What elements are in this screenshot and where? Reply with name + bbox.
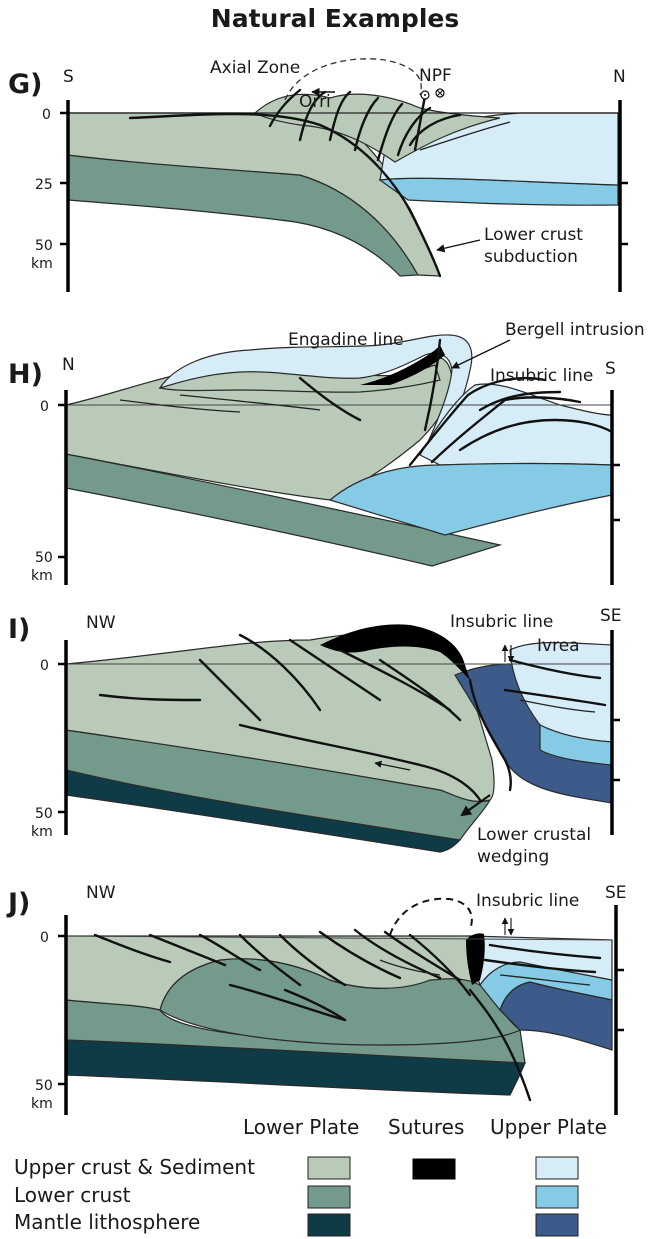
g-depth-50: 50 xyxy=(35,238,53,254)
i-depth-0: 0 xyxy=(40,658,49,674)
legend-row-lower-crust: Lower crust xyxy=(14,1183,131,1207)
legend-swatch-sutures xyxy=(413,1159,455,1179)
g-subduction-label-1: Lower crust xyxy=(484,225,583,245)
j-dashed-arc xyxy=(390,899,472,935)
j-depth-50: 50 xyxy=(35,1078,53,1094)
h-depth-km: km xyxy=(31,568,53,584)
i-ivrea-label: Ivrea xyxy=(537,636,580,656)
legend-row-upper-crust: Upper crust & Sediment xyxy=(14,1155,255,1179)
h-engadine-label: Engadine line xyxy=(288,330,404,350)
panel-h: H) N S 0 50 km Engadine line Bergell int… xyxy=(8,320,645,585)
figure-title: Natural Examples xyxy=(211,4,459,33)
j-depth-0: 0 xyxy=(40,930,49,946)
g-axial-zone-label: Axial Zone xyxy=(210,58,300,78)
g-subduction-arrow xyxy=(437,240,480,250)
legend-col-sutures: Sutures xyxy=(388,1115,464,1139)
g-subduction-label-2: subduction xyxy=(484,247,578,267)
i-wedging-label-1: Lower crustal xyxy=(477,825,591,845)
legend-col-upper-plate: Upper Plate xyxy=(490,1115,607,1139)
g-depth-25: 25 xyxy=(35,177,53,193)
i-panel-label: I) xyxy=(8,614,30,645)
i-depth-50: 50 xyxy=(35,806,53,822)
g-depth-km: km xyxy=(31,256,53,272)
j-left-direction: NW xyxy=(86,883,116,903)
legend-swatch-lower-mantle xyxy=(308,1214,350,1236)
i-wedging-label-2: wedging xyxy=(477,847,549,867)
h-panel-label: H) xyxy=(8,359,43,390)
legend-swatch-upper-mantle xyxy=(536,1214,578,1236)
panel-i: I) NW SE 0 50 km Insubric line Ivrea Low… xyxy=(8,606,622,867)
i-insubric-label: Insubric line xyxy=(450,612,553,632)
h-bergell-label: Bergell intrusion xyxy=(505,320,645,340)
legend: Lower Plate Sutures Upper Plate Upper cr… xyxy=(14,1115,607,1236)
panel-g: G) S N 0 25 50 km Axial Zone Orri NPF Lo… xyxy=(8,58,628,292)
legend-swatch-lower-lower-crust xyxy=(308,1186,350,1208)
legend-col-lower-plate: Lower Plate xyxy=(243,1115,359,1139)
g-panel-label: G) xyxy=(8,69,43,100)
legend-swatch-upper-upper-crust xyxy=(536,1157,578,1179)
i-depth-km: km xyxy=(31,824,53,840)
h-depth-50: 50 xyxy=(35,550,53,566)
i-right-direction: SE xyxy=(600,606,622,626)
g-npf-label: NPF xyxy=(419,66,452,86)
legend-swatch-upper-lower-crust xyxy=(536,1186,578,1208)
h-depth-0: 0 xyxy=(40,399,49,415)
h-left-direction: N xyxy=(62,355,75,375)
i-left-direction: NW xyxy=(86,613,116,633)
legend-row-mantle: Mantle lithosphere xyxy=(14,1210,200,1234)
g-depth-0: 0 xyxy=(42,107,51,123)
g-npf-dot xyxy=(424,94,426,96)
h-right-direction: S xyxy=(605,359,616,379)
panel-j: J) NW SE 0 50 km Insubric line xyxy=(6,883,627,1115)
g-right-direction: N xyxy=(613,67,626,87)
g-orri-label: Orri xyxy=(299,92,331,112)
j-panel-label: J) xyxy=(6,888,30,919)
legend-swatch-lower-upper-crust xyxy=(308,1157,350,1179)
g-left-direction: S xyxy=(63,67,74,87)
j-right-direction: SE xyxy=(605,883,627,903)
j-insubric-label: Insubric line xyxy=(476,891,579,911)
h-insubric-label: Insubric line xyxy=(490,366,593,386)
j-depth-km: km xyxy=(31,1096,53,1112)
